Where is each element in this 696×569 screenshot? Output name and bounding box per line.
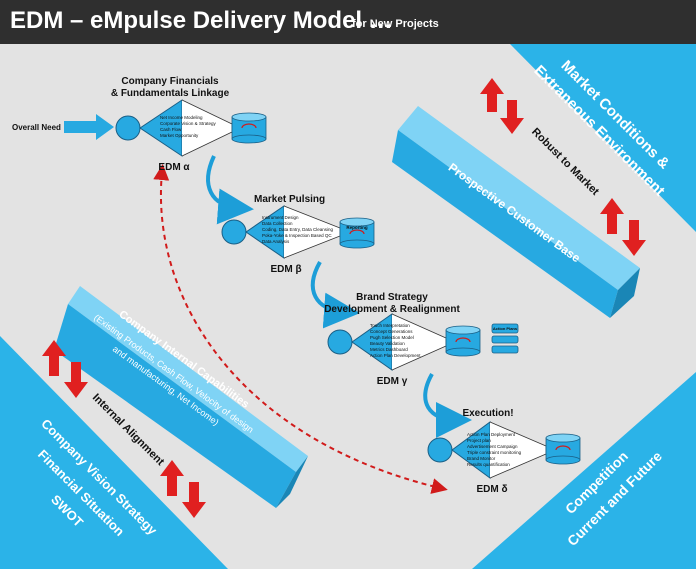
flow-arrow-alpha-beta [206,155,254,225]
up-arrow-icon [600,198,624,234]
beta-label: EDM β [270,264,301,275]
gamma-item: Beauty Validation [370,341,405,346]
up-arrow-icon [42,340,66,376]
beta-item: Poka-Yoke & Inspection Based QC [262,233,332,238]
header-bar: EDM – eMpulse Delivery Model … for New P… [0,0,696,44]
alpha-item: Cash Flow [160,127,182,132]
beta-node [221,219,247,245]
prospective-slab-side [610,268,640,318]
delta-item: Action Plan Deployment [467,432,516,437]
down-arrow-icon [500,100,524,134]
up-arrow-icon [480,78,504,112]
gamma-title-2: Development & Realignment [324,304,460,315]
gamma-title-1: Brand Strategy [356,292,428,303]
red-arrows-right [600,198,646,256]
beta-triangle [245,205,285,259]
beta-item: Data Analysis [262,239,290,244]
overall-need-label: Overall Need [12,123,61,132]
beta-items: Instrument Design Data Collection Coding… [262,215,333,244]
flow-arrow-gamma-delta [423,373,472,438]
red-arrows-top [480,78,524,134]
dashed-feedback-arrow [153,164,448,494]
page-subtitle: for New Projects [352,18,439,30]
alpha-label: EDM α [158,162,190,173]
delta-item: Advertisement Campaign [467,444,518,449]
alpha-title-1: Company Financials [121,76,219,87]
alpha-item: Market Opportunity [160,133,199,138]
beta-item: Instrument Design [262,215,299,220]
delta-node [427,437,453,463]
edm-diagram: Market Conditions & Extraneous Environme… [0,44,696,569]
beta-database-icon [339,217,375,249]
prospective-slab-face [392,130,618,318]
alpha-node [115,115,141,141]
delta-items: Action Plan Deployment Project plan Adve… [467,432,522,467]
red-arrows-left [42,340,88,398]
delta-item: Results quantification [467,462,510,467]
down-arrow-icon [622,220,646,256]
gamma-database-icon [445,325,481,357]
down-arrow-icon [182,482,206,518]
market-corner-band [510,44,696,232]
page-title: EDM – eMpulse Delivery Model … [10,7,393,34]
beta-title: Market Pulsing [254,194,325,205]
gamma-item: Concept Generations [370,329,413,334]
overall-need-arrow-icon [64,114,114,140]
gamma-item: Pugh Selection Model [370,335,414,340]
gamma-item: Metrics Dashboard [370,347,408,352]
up-arrow-icon [160,460,184,496]
delta-database-icon [545,433,581,465]
delta-label: EDM δ [476,484,507,495]
beta-item: Coding, Data Entry, Data Cleansing [262,227,333,232]
prospective-slab-top [398,106,640,290]
competition-corner-band [472,372,696,569]
flow-arrow-beta-gamma [310,261,360,329]
gamma-item: Touch Interpretation [370,323,410,328]
gamma-stack-icon [491,323,519,354]
delta-item: Project plan [467,438,491,443]
gamma-node [327,329,353,355]
alpha-item: Net Income Modeling [160,115,203,120]
beta-reporting: Reporting [346,225,367,230]
beta-item: Data Collection [262,221,293,226]
vision-corner-band [0,336,228,569]
alpha-item: Corporate Vision & Strategy [160,121,216,126]
gamma-screen-label: Action Plans [493,326,518,331]
down-arrow-icon [64,362,88,398]
gamma-item: Action Plan Development [370,353,421,358]
robust-to-market: Robust to Market [529,126,601,198]
alpha-items: Net Income Modeling Corporate Vision & S… [160,115,216,138]
delta-item: Triple constraint monitoring [467,450,522,455]
gamma-label: EDM γ [377,376,408,387]
gamma-items: Touch Interpretation Concept Generations… [370,323,421,358]
beta-funnel [283,205,341,259]
alpha-title-2: & Fundamentals Linkage [111,88,230,99]
alpha-database-icon [231,112,267,144]
delta-item: Brand Monitor [467,456,496,461]
delta-title: Execution! [462,408,513,419]
alpha-funnel [181,99,233,157]
